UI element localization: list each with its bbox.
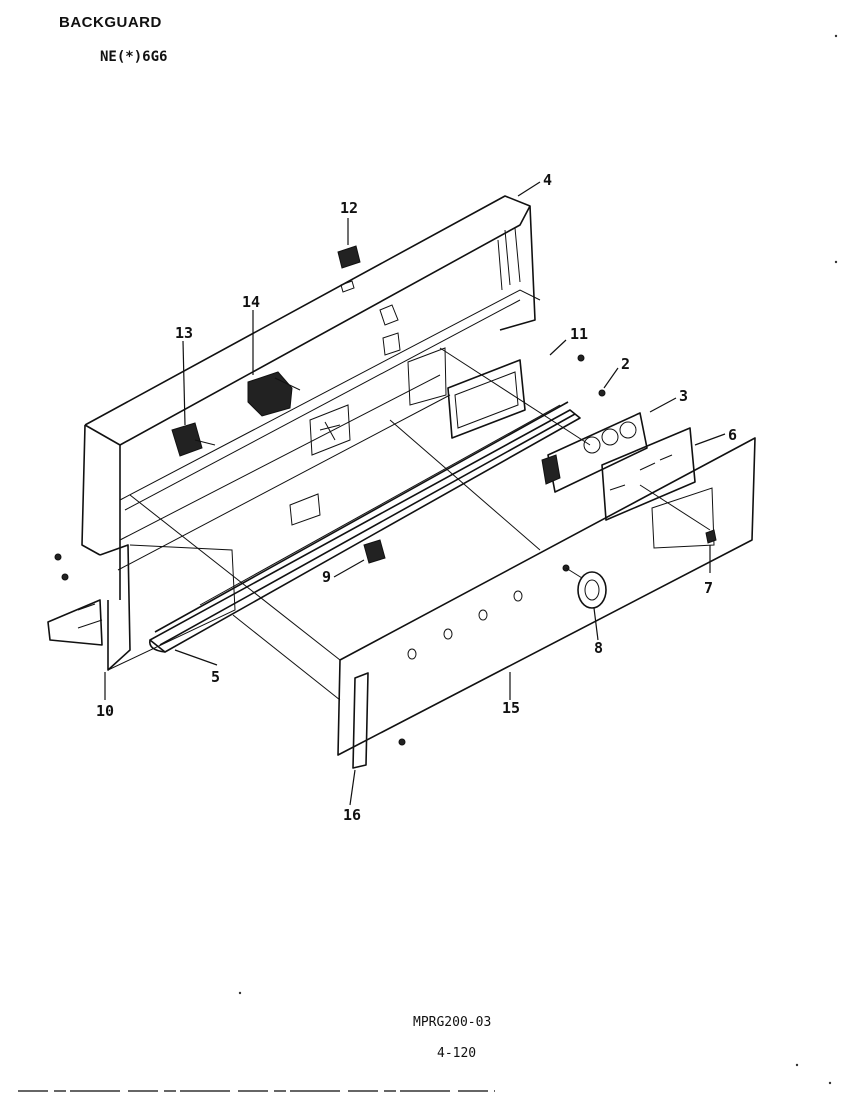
callout-7: 7 bbox=[704, 579, 713, 597]
callout-14: 14 bbox=[242, 293, 260, 311]
part-receptacle-13 bbox=[171, 422, 216, 457]
part-trim-strip-16 bbox=[352, 672, 369, 769]
callout-6: 6 bbox=[728, 426, 737, 444]
part-trim-rail-5 bbox=[148, 401, 581, 653]
callout-15: 15 bbox=[502, 699, 520, 717]
backguard-housing bbox=[81, 195, 541, 600]
part-control-panel-15 bbox=[337, 437, 756, 756]
callout-3: 3 bbox=[679, 387, 688, 405]
callout-9: 9 bbox=[322, 568, 331, 586]
callout-10: 10 bbox=[96, 702, 114, 720]
alignment-lines bbox=[129, 347, 711, 701]
callout-4: 4 bbox=[543, 171, 552, 189]
part-side-bracket-10 bbox=[47, 544, 236, 671]
leader-lines bbox=[104, 181, 726, 806]
part-knob-8 bbox=[577, 571, 607, 609]
callout-12: 12 bbox=[340, 199, 358, 217]
document-code: MPRG200-03 bbox=[413, 1015, 492, 1030]
part-glass-panel-6 bbox=[601, 427, 696, 521]
callout-2: 2 bbox=[621, 355, 630, 373]
callout-13: 13 bbox=[175, 324, 193, 342]
diagram-title: BACKGUARD bbox=[59, 14, 162, 31]
callout-16: 16 bbox=[343, 806, 361, 824]
callout-8: 8 bbox=[594, 639, 603, 657]
page-number: 4-120 bbox=[437, 1046, 477, 1061]
callout-5: 5 bbox=[211, 668, 220, 686]
callout-labels: 4 12 14 13 11 2 3 6 7 8 9 5 10 15 16 bbox=[96, 171, 737, 824]
part-terminal-block-14 bbox=[247, 371, 301, 417]
part-control-bracket-3 bbox=[541, 412, 648, 493]
model-number: NE(*)6G6 bbox=[100, 49, 168, 65]
scan-artifacts bbox=[18, 34, 838, 1092]
internal-brackets bbox=[289, 304, 526, 526]
callout-11: 11 bbox=[570, 325, 588, 343]
part-switch-12 bbox=[337, 245, 361, 293]
part-clip-9 bbox=[363, 539, 386, 564]
